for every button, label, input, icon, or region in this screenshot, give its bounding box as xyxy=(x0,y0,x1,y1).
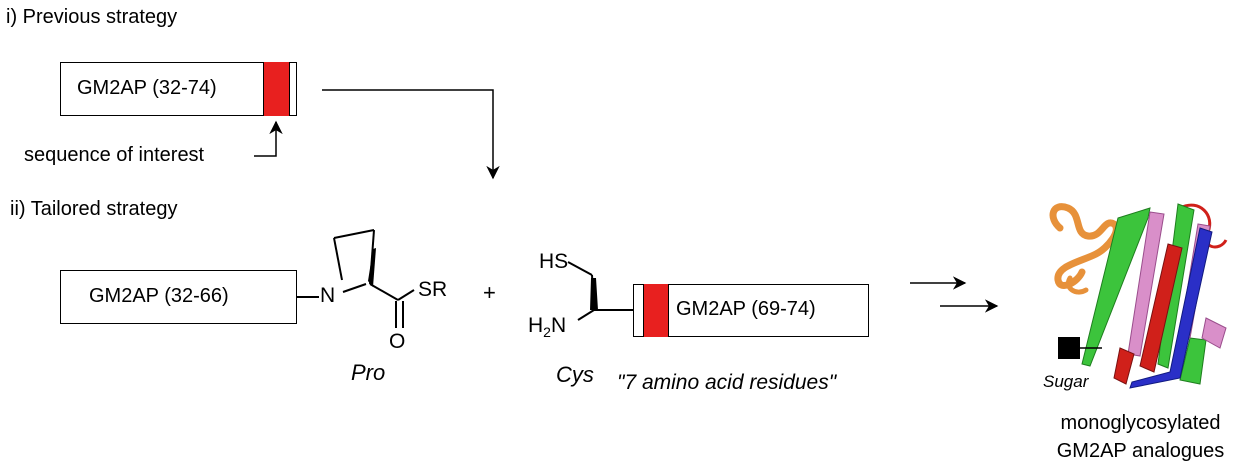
sequence-of-interest-label: sequence of interest xyxy=(24,144,205,166)
previous-peptide-label: GM2AP (32-74) xyxy=(77,77,217,99)
annotation-arrow xyxy=(254,120,283,157)
left-peptide-label: GM2AP (32-66) xyxy=(89,285,229,307)
left-peptide-box: GM2AP (32-66) xyxy=(60,270,297,324)
cysteine-structure xyxy=(567,261,633,321)
section-previous-title: i) Previous strategy xyxy=(6,6,178,28)
plus-sign: + xyxy=(483,280,496,305)
strategy-transition-arrow xyxy=(322,89,500,180)
product-title-line2: GM2AP analogues xyxy=(1056,440,1225,462)
sugar-label: Sugar xyxy=(1043,372,1089,391)
atom-sr: SR xyxy=(418,278,448,301)
right-peptide-box: GM2AP (69-74) xyxy=(633,284,869,337)
right-peptide-label: GM2AP (69-74) xyxy=(676,298,816,320)
tailored-red-segment xyxy=(643,284,669,337)
sequence-of-interest-segment xyxy=(263,62,290,116)
atom-o: O xyxy=(389,330,406,353)
previous-peptide-box: GM2AP (32-74) xyxy=(60,62,297,116)
protein-ribbon-image xyxy=(1049,203,1228,389)
atom-n-pro: N xyxy=(320,284,336,307)
product-title-line1: monoglycosylated xyxy=(1060,412,1221,434)
residues-note: "7 amino acid residues" xyxy=(617,371,837,394)
atom-h2n: H2N xyxy=(528,314,567,341)
atom-hs: HS xyxy=(539,250,569,273)
section-tailored-title: ii) Tailored strategy xyxy=(10,198,178,220)
pro-label: Pro xyxy=(351,360,386,385)
proline-structure xyxy=(297,229,415,328)
cys-label: Cys xyxy=(556,362,594,387)
